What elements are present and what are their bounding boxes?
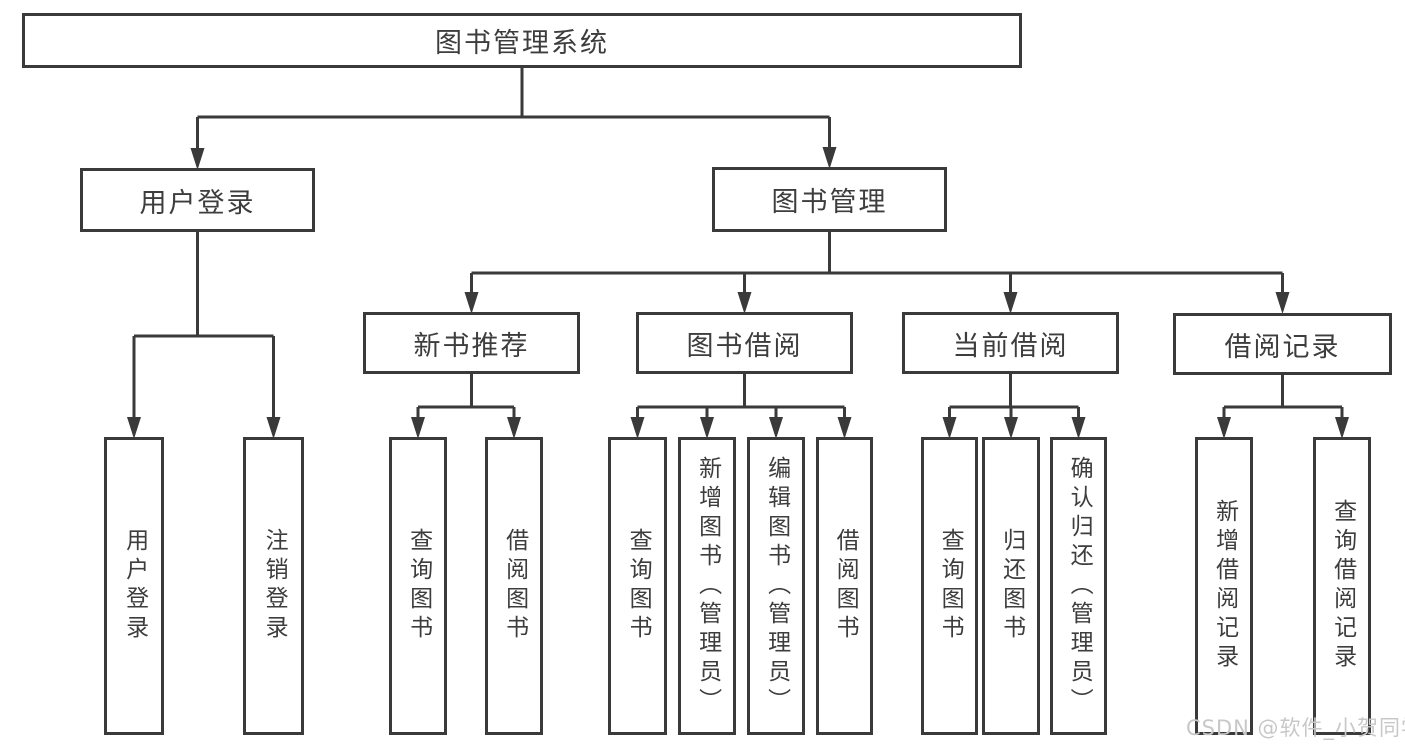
leaf-query-books-borrow: 查询图书 [608, 437, 667, 735]
arrowhead [822, 147, 837, 169]
leaf-query-books-rec: 查询图书 [389, 437, 447, 735]
node-book-mgmt: 图书管理 [712, 167, 947, 232]
leaf-query-books-current-label: 查询图书 [937, 528, 964, 644]
leaf-user-login: 用户登录 [104, 437, 164, 735]
leaf-borrow-books: 借阅图书 [816, 437, 873, 735]
arrowhead [737, 292, 752, 314]
node-borrow-records-label: 借阅记录 [1224, 331, 1341, 363]
leaf-edit-books-admin: 编辑图书（管理员） [747, 437, 805, 735]
leaf-return-books-label: 归还图书 [998, 528, 1025, 644]
arrowhead [127, 417, 141, 439]
connector-borrow-records-to-leaves [1217, 375, 1349, 439]
connector-user-login-to-leaves [127, 232, 281, 439]
leaf-query-borrow-record: 查询借阅记录 [1313, 437, 1371, 735]
leaf-borrow-books-label: 借阅图书 [832, 528, 859, 644]
watermark: CSDN @软件_小贺同学 [1186, 716, 1405, 740]
leaf-borrow-books-rec: 借阅图书 [485, 437, 543, 735]
arrowhead [837, 417, 852, 439]
arrowhead [769, 417, 783, 439]
arrowhead [190, 148, 205, 170]
leaf-confirm-return-admin: 确认归还（管理员） [1050, 437, 1107, 735]
arrowhead [464, 292, 479, 314]
leaf-logout-label: 注销登录 [261, 528, 288, 644]
node-root-label: 图书管理系统 [435, 28, 609, 59]
arrowhead [1217, 417, 1231, 439]
leaf-query-books-current: 查询图书 [921, 437, 978, 735]
arrowhead [266, 417, 281, 439]
node-user-login-label: 用户登录 [139, 187, 256, 219]
connector-book-borrow-to-leaves [630, 374, 852, 439]
node-user-login: 用户登录 [80, 168, 315, 232]
arrowhead [411, 417, 425, 439]
node-borrow-records: 借阅记录 [1173, 313, 1392, 375]
leaf-logout: 注销登录 [243, 437, 304, 735]
connector-current-borrow-to-leaves [942, 374, 1086, 439]
arrowhead [1004, 417, 1018, 439]
node-book-borrow-label: 图书借阅 [686, 330, 803, 362]
arrowhead [1275, 292, 1290, 314]
leaf-edit-books-admin-label: 编辑图书（管理员） [763, 455, 790, 717]
leaf-add-borrow-record-label: 新增借阅记录 [1211, 499, 1238, 673]
arrowhead [942, 417, 957, 439]
connector-new-book-rec-to-leaves [411, 374, 521, 439]
leaf-add-books-admin-label: 新增图书（管理员） [694, 455, 721, 717]
arrowhead [1335, 417, 1349, 439]
node-new-book-rec-label: 新书推荐 [413, 330, 530, 362]
leaf-user-login-label: 用户登录 [121, 528, 148, 644]
leaf-query-borrow-record-label: 查询借阅记录 [1329, 499, 1356, 673]
leaf-query-books-rec-label: 查询图书 [405, 528, 432, 644]
leaf-add-books-admin: 新增图书（管理员） [678, 437, 736, 735]
leaf-query-books-borrow-label: 查询图书 [625, 528, 652, 644]
leaf-borrow-books-rec-label: 借阅图书 [501, 528, 528, 644]
arrowhead [1003, 292, 1018, 314]
node-current-borrow-label: 当前借阅 [952, 330, 1069, 362]
connector-root-to-level2 [190, 68, 837, 170]
node-book-borrow: 图书借阅 [636, 312, 853, 374]
leaf-add-borrow-record: 新增借阅记录 [1195, 437, 1253, 735]
leaf-confirm-return-admin-label: 确认归还（管理员） [1066, 455, 1093, 717]
node-current-borrow: 当前借阅 [902, 312, 1119, 374]
arrowhead [507, 417, 521, 439]
arrowhead [1071, 417, 1086, 439]
node-book-mgmt-label: 图书管理 [771, 187, 888, 218]
leaf-return-books: 归还图书 [982, 437, 1040, 735]
node-root: 图书管理系统 [22, 13, 1022, 68]
connector-book-mgmt-to-level3 [464, 232, 1290, 314]
node-new-book-rec: 新书推荐 [363, 312, 580, 374]
arrowhead [700, 417, 714, 439]
arrowhead [630, 417, 645, 439]
